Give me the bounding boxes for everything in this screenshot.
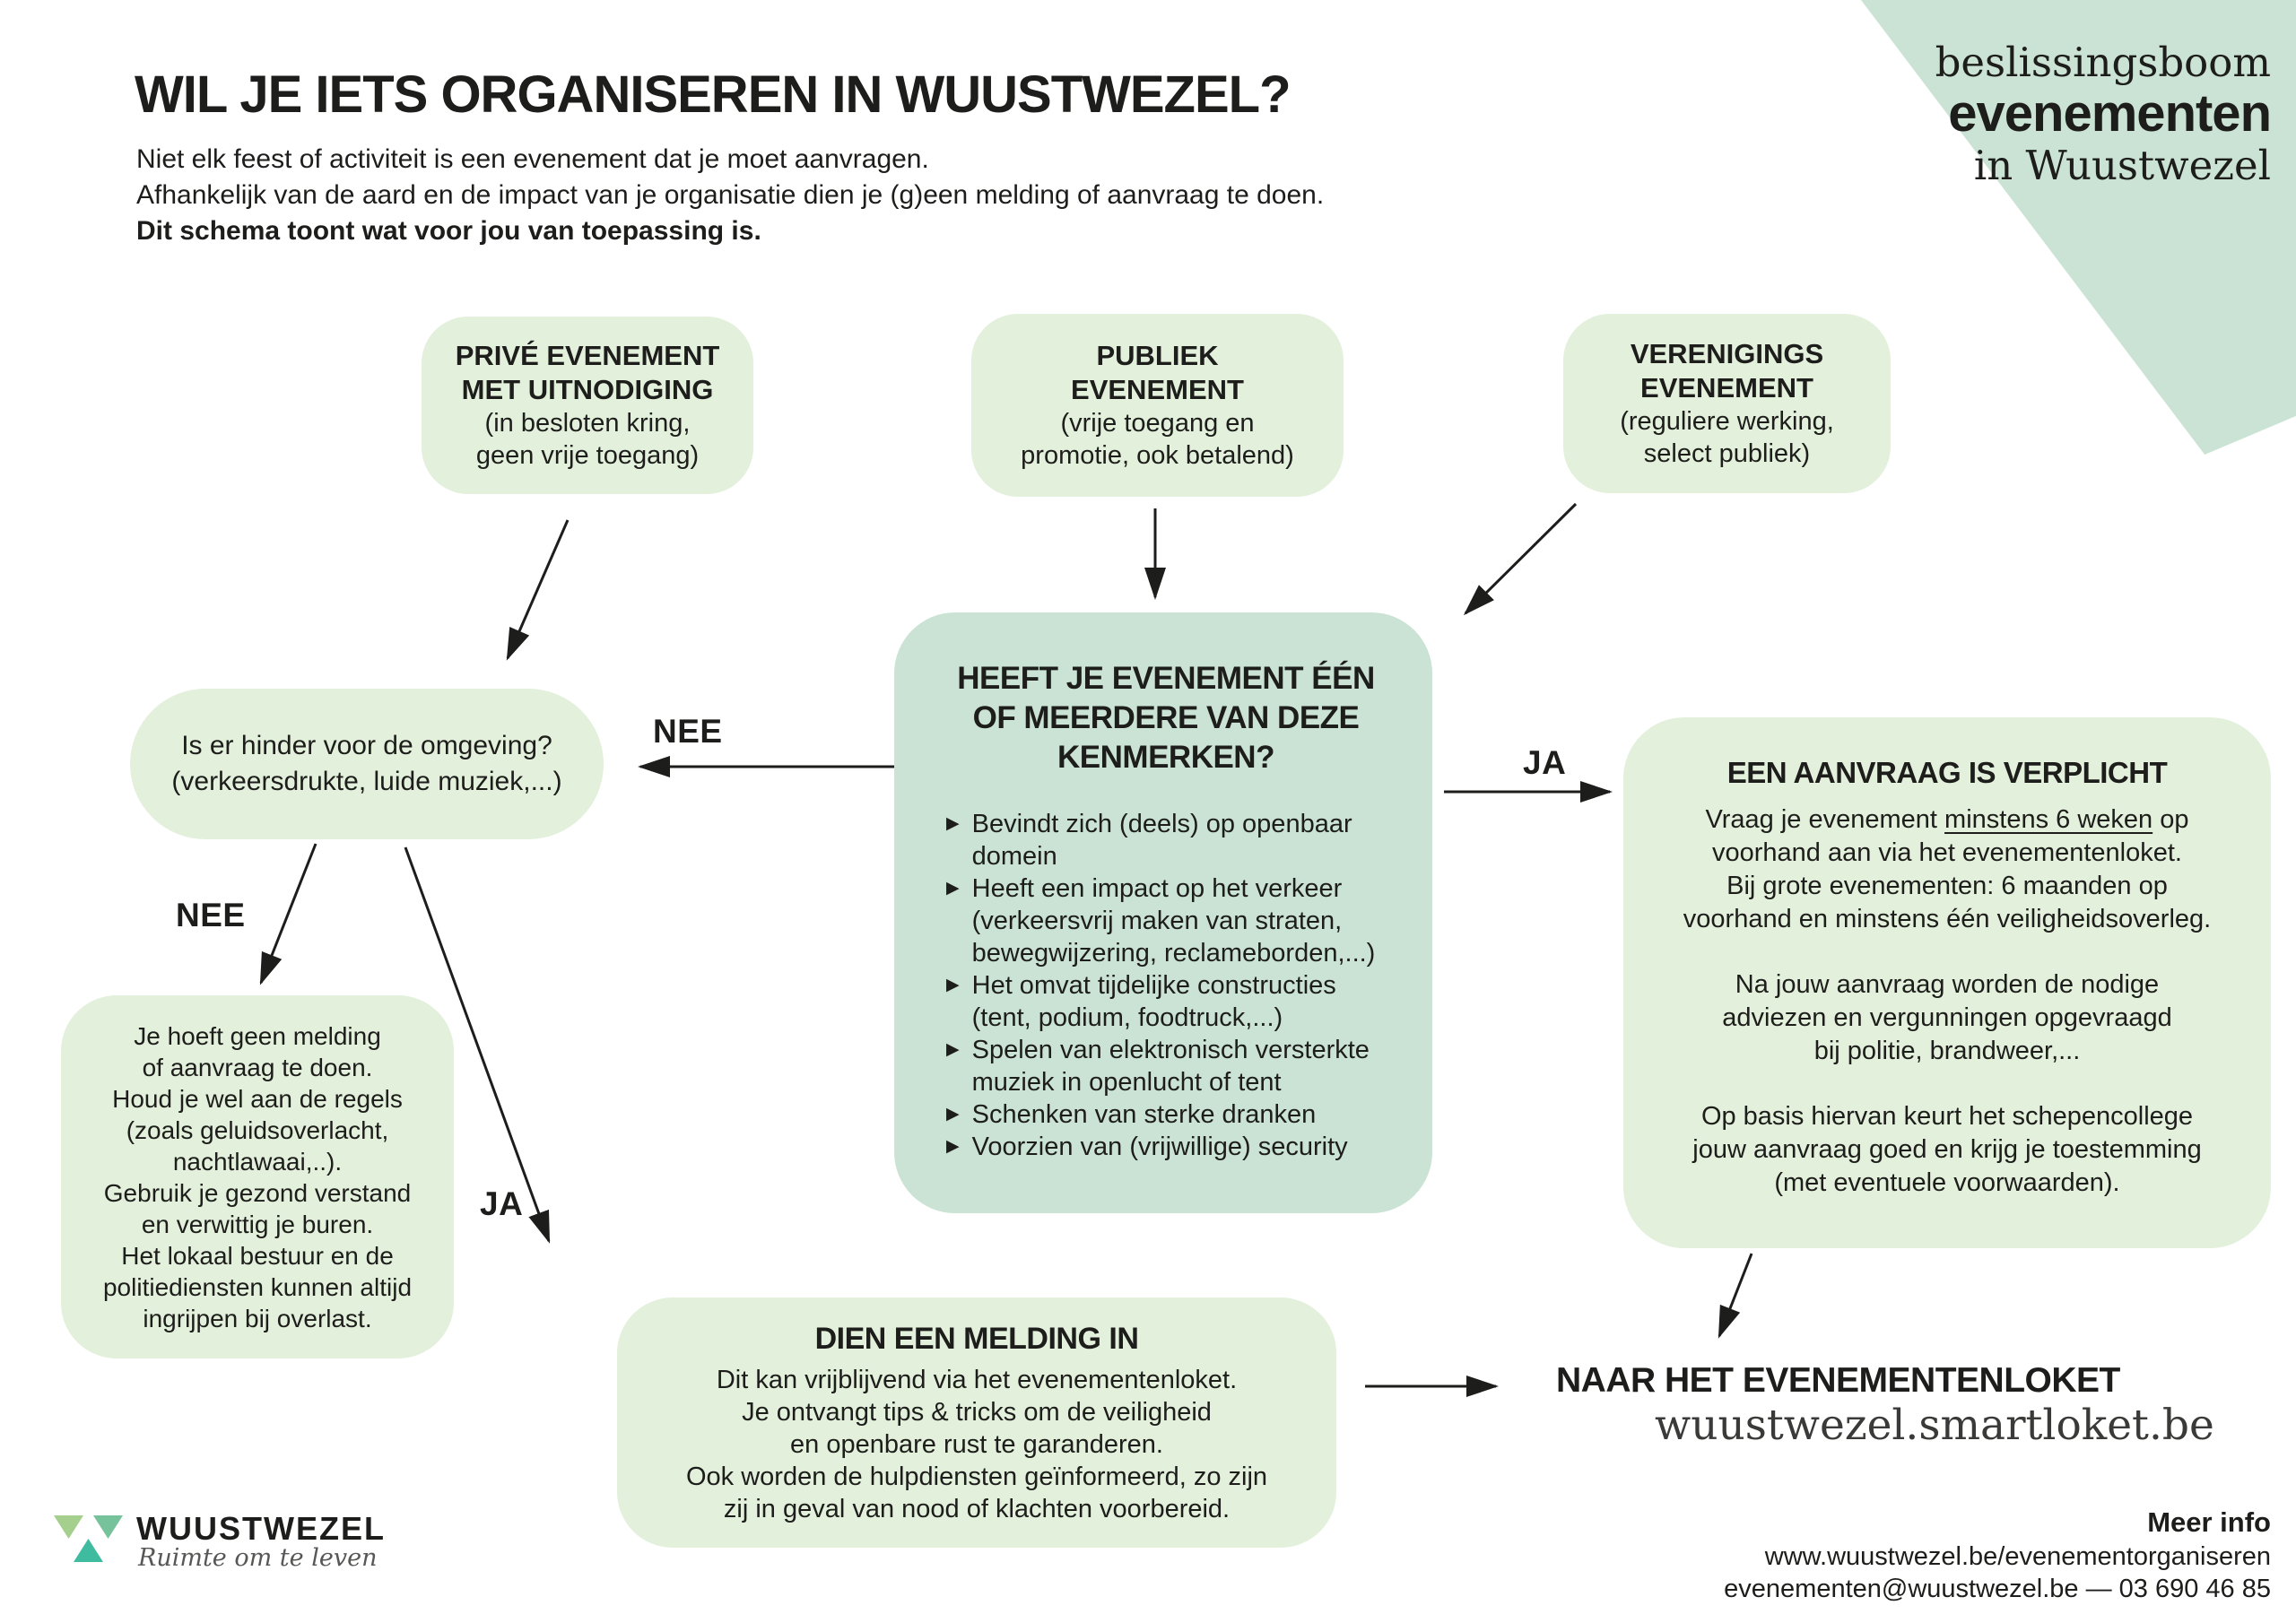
bullet-triangle-icon: ▶ [946,814,960,833]
kenmerken-bullet-6: ▶ Voorzien van (vrijwillige) security [946,1131,1395,1163]
meer-info-website: www.wuustwezel.be/evenementorganiseren [1764,1542,2271,1571]
arrow-aanvraag-to-loket [1718,1253,1753,1339]
kenmerken-bullet-5: ▶ Schenken van sterke dranken [946,1098,1395,1131]
kenmerken-bullet-4: ▶ Spelen van elektronisch versterkte muz… [946,1034,1395,1098]
node-melding-title: DIEN EEN MELDING IN [814,1321,1139,1356]
kenmerken-bullet-4-text: Spelen van elektronisch versterkte muzie… [971,1036,1370,1097]
kenmerken-bullet-2-text: Heeft een impact op het verkeer (verkeer… [971,874,1376,968]
aanvraag-p1-underlined: minstens 6 weken [1944,805,2153,834]
badge-line-evenementen: evenementen [1948,84,2272,143]
logo-triangle-teal-icon [74,1539,103,1562]
node-prive-title: PRIVÉ EVENEMENT MET UITNODIGING [455,340,720,405]
node-dien-melding-in: DIEN EEN MELDING IN Dit kan vrijblijvend… [617,1298,1336,1548]
corner-badge: beslissingsboom evenementen in Wuustweze… [1935,39,2272,190]
logo-triangle-green-icon [93,1515,123,1539]
kenmerken-bullet-5-text: Schenken van sterke dranken [971,1100,1317,1129]
bullet-triangle-icon: ▶ [946,879,960,898]
logo-triangle-light-green-icon [54,1515,83,1539]
meer-info-title: Meer info [2147,1506,2271,1538]
node-aanvraag-paragraph-1: Vraag je evenement minstens 6 weken op v… [1659,803,2235,936]
intro-line-3: Dit schema toont wat voor jou van toepas… [136,216,761,246]
arrow-prive-to-hinder [506,519,570,661]
node-publiek-evenement: PUBLIEK EVENEMENT (vrije toegang en prom… [971,314,1344,497]
node-geen-melding: Je hoeft geen melding of aanvraag te doe… [61,995,454,1358]
kenmerken-bullet-2: ▶ Heeft een impact op het verkeer (verke… [946,872,1395,969]
node-aanvraag-paragraph-2: Na jouw aanvraag worden de nodige adviez… [1722,970,2172,1065]
kenmerken-bullet-3-text: Het omvat tijdelijke constructies (tent,… [971,971,1336,1032]
logo-tagline: Ruimte om te leven [138,1544,378,1572]
bullet-triangle-icon: ▶ [946,1040,960,1059]
node-publiek-title: PUBLIEK EVENEMENT [1071,340,1244,405]
badge-line-beslissingsboom: beslissingsboom [1935,39,2271,86]
aanvraag-p1-pre: Vraag je evenement [1705,805,1945,834]
node-verenigings-evenement: VERENIGINGS EVENEMENT (reguliere werking… [1563,314,1891,493]
intro-line-1: Niet elk feest of activiteit is een even… [136,144,929,174]
intro-text: Niet elk feest of activiteit is een even… [136,142,1324,249]
node-prive-subtitle: (in besloten kring, geen vrije toegang) [475,409,700,470]
kenmerken-bullet-3: ▶ Het omvat tijdelijke constructies (ten… [946,969,1395,1034]
node-aanvraag-title: EEN AANVRAAG IS VERPLICHT [1726,756,2168,789]
loket-title: NAAR HET EVENEMENTENLOKET [1556,1361,2120,1400]
node-publiek-subtitle: (vrije toegang en promotie, ook betalend… [1021,409,1294,470]
arrow-verenigings-to-kenmerken [1463,502,1578,616]
edge-label-ja-right: JA [1523,744,1567,781]
badge-line-in-wuustwezel: in Wuustwezel [1973,142,2271,189]
node-hinder-text: Is er hinder voor de omgeving? (verkeers… [171,731,562,796]
meer-info-contact: evenementen@wuustwezel.be — 03 690 46 85 [1724,1575,2271,1603]
node-hinder-vraag: Is er hinder voor de omgeving? (verkeers… [130,689,604,839]
meer-info-block: Meer info www.wuustwezel.be/evenementorg… [1724,1505,2271,1605]
node-kenmerken-vraag: HEEFT JE EVENEMENT ÉÉN OF MEERDERE VAN D… [894,612,1432,1213]
arrow-nee-hinder-to-geen-melding [259,843,317,985]
kenmerken-bullet-list: ▶ Bevindt zich (deels) op openbaar domei… [937,808,1395,1163]
edge-label-ja-down: JA [480,1185,524,1222]
kenmerken-bullet-1-text: Bevindt zich (deels) op openbaar domein [971,810,1352,871]
node-aanvraag-verplicht: EEN AANVRAAG IS VERPLICHT Vraag je evene… [1623,717,2271,1248]
node-prive-evenement: PRIVÉ EVENEMENT MET UITNODIGING (in besl… [422,317,753,494]
node-verenigings-title: VERENIGINGS EVENEMENT [1630,338,1824,404]
bullet-triangle-icon: ▶ [946,1137,960,1156]
aanvraag-p1-post: op voorhand aan via het evenementenloket… [1683,805,2212,933]
page-title: WIL JE IETS ORGANISEREN IN WUUSTWEZEL? [135,65,1292,124]
kenmerken-bullet-1: ▶ Bevindt zich (deels) op openbaar domei… [946,808,1395,872]
edge-label-nee-left: NEE [653,713,723,750]
node-geen-melding-text: Je hoeft geen melding of aanvraag te doe… [102,1021,413,1332]
intro-line-2: Afhankelijk van de aard en de impact van… [136,180,1325,210]
bullet-triangle-icon: ▶ [946,976,960,994]
loket-url: wuustwezel.smartloket.be [1655,1401,2214,1450]
node-melding-body: Dit kan vrijblijvend via het evenementen… [685,1365,1268,1523]
bullet-triangle-icon: ▶ [946,1105,960,1124]
edge-label-nee-down: NEE [176,897,246,933]
logo-wordmark: WUUSTWEZEL [136,1510,386,1547]
node-aanvraag-paragraph-3: Op basis hiervan keurt het schepencolleg… [1692,1102,2202,1197]
kenmerken-bullet-6-text: Voorzien van (vrijwillige) security [971,1133,1348,1161]
node-verenigings-subtitle: (reguliere werking, select publiek) [1620,407,1834,468]
node-kenmerken-title: HEEFT JE EVENEMENT ÉÉN OF MEERDERE VAN D… [957,661,1375,775]
